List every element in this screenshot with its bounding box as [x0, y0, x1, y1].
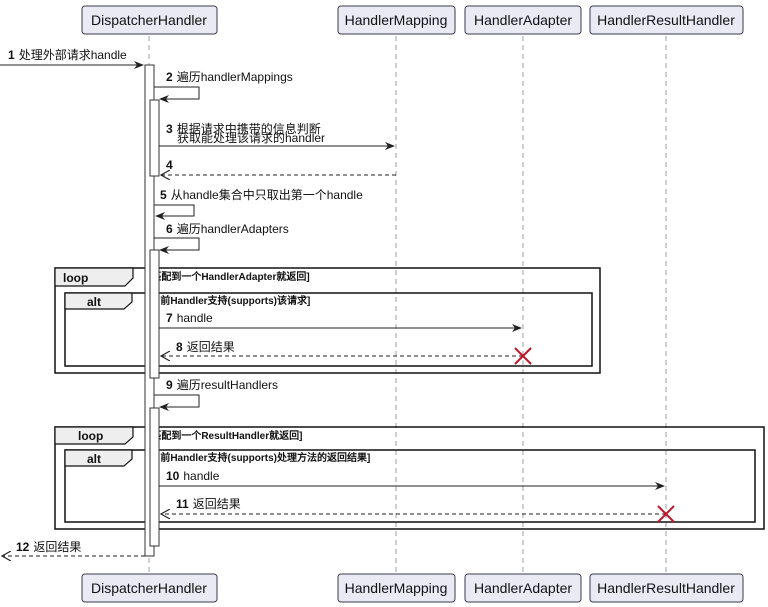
- frame-condition: [当前Handler支持(supports)处理方法的返回结果]: [147, 451, 370, 464]
- message-5: 5 从handle集合中只取出第一个handle: [154, 187, 363, 220]
- participant-label: HandlerMapping: [345, 12, 448, 28]
- frame-loop-adapter: loop [匹配到一个HandlerAdapter就返回]: [54, 267, 601, 374]
- message-label: 遍历handlerAdapters: [177, 222, 289, 236]
- participant-handler-mapping: HandlerMapping: [337, 5, 456, 35]
- message-label: 从handle集合中只取出第一个handle: [171, 187, 363, 202]
- message-8: 8 返回结果: [161, 340, 523, 356]
- message-label-line-2: 获取能处理该请求的handler: [177, 130, 325, 145]
- participant-label: HandlerMapping: [345, 580, 448, 596]
- participant-handler-adapter-footer: HandlerAdapter: [464, 573, 582, 603]
- message-number: 8: [176, 340, 183, 354]
- participant-dispatcher-handler-footer: DispatcherHandler: [81, 573, 218, 603]
- message-number: 3: [166, 122, 173, 136]
- message-number: 11: [176, 497, 189, 511]
- participant-handler-mapping-footer: HandlerMapping: [337, 573, 456, 603]
- frame-keyword: loop: [78, 429, 103, 443]
- message-label: 遍历handlerMappings: [177, 70, 293, 84]
- participant-label: HandlerAdapter: [474, 12, 572, 28]
- message-6: 6 遍历handlerAdapters: [154, 222, 289, 254]
- message-7: 7 handle: [159, 311, 522, 332]
- message-label: handle: [177, 311, 213, 325]
- message-label: 返回结果: [187, 340, 235, 354]
- participant-label: HandlerResultHandler: [597, 12, 735, 28]
- message-number: 10: [166, 469, 180, 483]
- message-number: 1: [8, 48, 15, 62]
- frame-condition: [匹配到一个ResultHandler就返回]: [148, 429, 302, 442]
- destroy-marker-handler-adapter: [514, 347, 532, 365]
- message-label: 返回结果: [193, 497, 241, 511]
- participant-dispatcher-handler: DispatcherHandler: [81, 5, 218, 35]
- message-11: 11 返回结果: [161, 497, 666, 514]
- message-number: 4: [166, 158, 173, 172]
- message-1: 1 处理外部请求handle: [0, 47, 144, 69]
- participant-handler-result-handler-footer: HandlerResultHandler: [589, 573, 744, 603]
- message-number: 7: [166, 311, 173, 325]
- participant-label: HandlerAdapter: [474, 580, 572, 596]
- participant-handler-result-handler: HandlerResultHandler: [589, 5, 744, 35]
- frame-keyword: alt: [87, 295, 101, 309]
- participant-label: DispatcherHandler: [91, 580, 207, 596]
- message-label: 返回结果: [33, 540, 81, 554]
- message-label: 处理外部请求handle: [19, 47, 127, 62]
- message-2: 2 遍历handlerMappings: [154, 70, 293, 103]
- destroy-marker-handler-result-handler: [657, 505, 675, 523]
- activation-bar: [149, 249, 160, 379]
- frame-condition: [匹配到一个HandlerAdapter就返回]: [148, 270, 310, 283]
- message-number: 9: [166, 378, 173, 392]
- frame-keyword: alt: [87, 452, 101, 466]
- message-label: 遍历resultHandlers: [177, 378, 278, 392]
- message-number: 12: [16, 540, 30, 554]
- message-label: handle: [183, 469, 219, 483]
- activation-bar: [149, 99, 160, 177]
- participant-label: HandlerResultHandler: [597, 580, 735, 596]
- message-3: 3 根据请求中携带的信息判断 获取能处理该请求的handler: [159, 121, 395, 150]
- participant-label: DispatcherHandler: [91, 12, 207, 28]
- message-4: 4: [161, 158, 396, 175]
- frame-keyword: loop: [63, 271, 88, 285]
- participant-handler-adapter: HandlerAdapter: [464, 5, 582, 35]
- message-number: 2: [166, 70, 173, 84]
- frame-alt-adapter: alt [当前Handler支持(supports)该请求]: [64, 292, 593, 367]
- frame-condition: [当前Handler支持(supports)该请求]: [147, 294, 310, 307]
- message-number: 5: [160, 188, 167, 202]
- message-label: 根据请求中携带的信息判断: [177, 121, 321, 136]
- message-9: 9 遍历resultHandlers: [154, 378, 278, 411]
- frame-loop-result: loop [匹配到一个ResultHandler就返回]: [54, 426, 765, 530]
- activation-bar: [149, 407, 160, 547]
- message-number: 6: [166, 222, 173, 236]
- frame-alt-result: alt [当前Handler支持(supports)处理方法的返回结果]: [64, 449, 756, 523]
